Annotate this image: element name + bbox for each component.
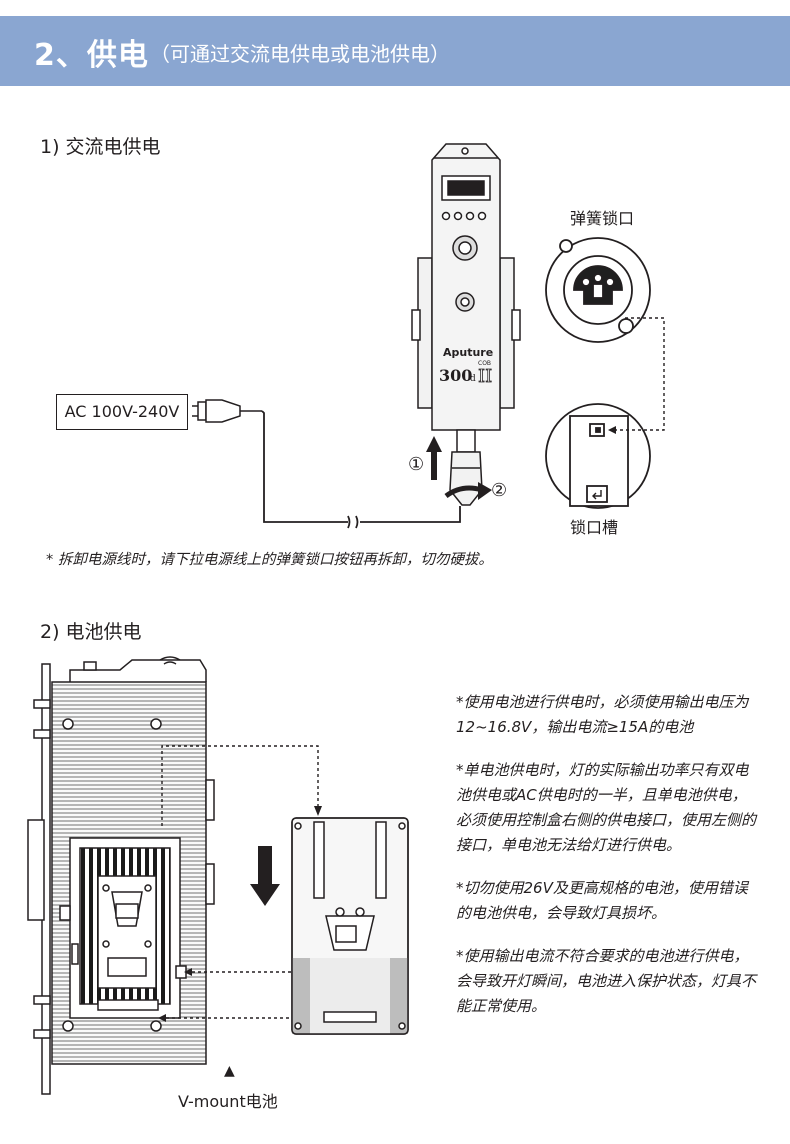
ac-section-title: 1) 交流电供电 xyxy=(40,136,161,158)
vmount-battery-illustration xyxy=(291,817,409,1035)
vmount-battery-label: V-mount电池 xyxy=(178,1092,278,1111)
battery-section-title: 2) 电池供电 xyxy=(40,621,142,643)
callout-dotted-line xyxy=(610,317,665,431)
model-mark-text: II xyxy=(478,366,492,387)
series-text: COB xyxy=(478,360,491,367)
ac-removal-note: * 拆卸电源线时，请下拉电源线上的弹簧锁口按钮再拆卸，切勿硬拔。 xyxy=(46,552,493,568)
battery-note-3: *切勿使用26V及更高规格的电池，使用错误的电池供电，会导致灯具损坏。 xyxy=(456,879,748,922)
lock-slot-label: 锁口槽 xyxy=(570,518,619,537)
ac-voltage-box: AC 100V-240V xyxy=(56,394,188,430)
section-header: 2、供电 （可通过交流电供电或电池供电） xyxy=(0,16,790,86)
spring-lock-label: 弹簧锁口 xyxy=(570,209,635,228)
control-box-illustration xyxy=(411,143,521,506)
light-side-illustration xyxy=(27,659,215,1095)
wifi-icon xyxy=(159,656,181,665)
power-cable xyxy=(261,410,461,529)
battery-note-4: *使用输出电流不符合要求的电池进行供电，会导致开灯瞬间，电池进入保护状态，灯具不… xyxy=(456,947,757,1015)
rotate-arrowhead-icon xyxy=(478,482,492,500)
callout-arrowhead-icon xyxy=(608,426,616,434)
model-suffix-text: d xyxy=(470,374,476,384)
vmount-up-arrow: ▲ xyxy=(224,1063,235,1079)
spring-lock-detail xyxy=(545,237,651,343)
ac-plug-icon xyxy=(192,399,262,423)
battery-notes: *使用电池进行供电时，必须使用输出电压为12~16.8V，输出电流≥15A的电池… xyxy=(456,690,761,1037)
section-subtitle: （可通过交流电供电或电池供电） xyxy=(150,42,450,66)
insert-up-arrow-icon xyxy=(426,436,442,480)
lock-slot-detail xyxy=(545,403,651,509)
battery-insert-down-arrow-icon xyxy=(250,846,280,906)
brand-logo-text: Aputure xyxy=(443,346,493,359)
battery-connection-lines xyxy=(160,745,319,1019)
battery-note-1: *使用电池进行供电时，必须使用输出电压为12~16.8V，输出电流≥15A的电池 xyxy=(456,693,749,736)
step-2-marker: ② xyxy=(491,480,508,501)
model-text: 300 xyxy=(439,366,472,385)
section-number-title: 2、供电 xyxy=(34,38,149,73)
step-1-marker: ① xyxy=(408,454,425,475)
battery-note-2: *单电池供电时，灯的实际输出功率只有双电池供电或AC供电时的一半，且单电池供电，… xyxy=(456,761,757,854)
